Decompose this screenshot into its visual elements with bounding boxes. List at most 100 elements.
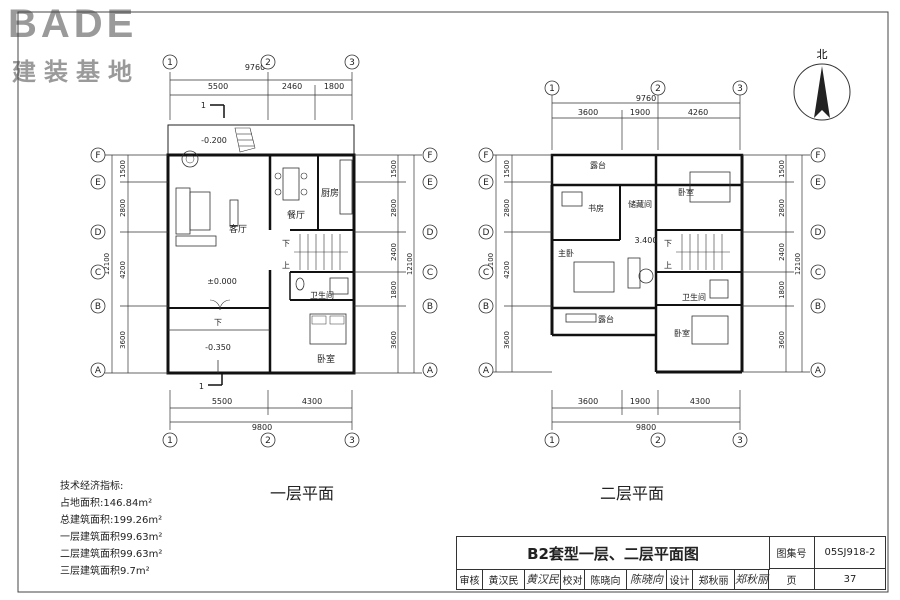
f1-axis-row-A-right: A	[422, 362, 438, 378]
f2-room-bedroom-2: 卧室	[674, 328, 690, 338]
f1-left-dim-1: 1500	[119, 160, 127, 178]
north-label: 北	[817, 48, 828, 61]
svg-text:1: 1	[549, 84, 555, 94]
f1-total-dim: 9760	[245, 63, 265, 72]
f1-axis-col-2-top: 2	[260, 54, 276, 70]
svg-text:D: D	[815, 228, 822, 238]
f1-room-living: 客厅	[229, 223, 247, 235]
f1-right-dim-3: 2400	[390, 243, 398, 261]
f2-top-dim-2: 1900	[630, 108, 650, 117]
f1-section-mark-bottom: 1	[199, 382, 204, 391]
f1-bottom-total: 9800	[252, 423, 272, 432]
floor1-title: 一层平面	[270, 484, 335, 503]
f2-right-dim-5: 3600	[778, 331, 786, 349]
svg-text:1: 1	[167, 58, 173, 68]
f2-room-bath: 卫生间	[682, 292, 706, 302]
svg-text:A: A	[95, 366, 102, 376]
f2-axis-col-1-bottom: 1	[544, 432, 560, 448]
designer-name: 郑秋丽	[693, 569, 735, 589]
f1-room-bedroom: 卧室	[317, 353, 335, 365]
page-value: 37	[843, 573, 857, 585]
f1-axis-row-E-right: E	[422, 174, 438, 190]
f1-left-dim-4: 3600	[119, 331, 127, 349]
f1-axis-row-D-left: D	[90, 224, 106, 240]
f2-left-total: 12100	[487, 253, 495, 275]
tech-item: 总建筑面积:199.26m²	[60, 515, 163, 526]
svg-text:B: B	[483, 302, 489, 312]
svg-text:A: A	[427, 366, 434, 376]
page-label: 页	[769, 569, 815, 589]
f1-right-dim-5: 3600	[390, 331, 398, 349]
logo-subtitle: 建装基地	[12, 58, 140, 86]
f1-stair-down: 下	[282, 239, 290, 248]
f1-axis-row-C-left: C	[90, 264, 106, 280]
f2-room-master: 主卧	[558, 248, 574, 258]
f1-stair-down-entry: 下	[214, 318, 222, 327]
f1-axis-col-1-top: 1	[162, 54, 178, 70]
f1-axis-row-F-right: F	[422, 147, 438, 163]
f2-right-dim-2: 2800	[778, 199, 786, 217]
review-label: 审核	[457, 569, 483, 589]
f1-top-dim-3: 1800	[324, 82, 344, 91]
f1-bottom-dim-1: 5500	[212, 397, 232, 406]
f2-stair-down: 下	[664, 239, 672, 248]
f1-axis-row-B-right: B	[422, 298, 438, 314]
f1-room-bath: 卫生间	[310, 290, 334, 300]
tech-item: 三层建筑面积9.7m²	[60, 566, 150, 577]
svg-text:B: B	[95, 302, 101, 312]
f1-room-kitchen: 厨房	[321, 187, 339, 199]
f2-axis-row-A-left: A	[478, 362, 494, 378]
svg-text:F: F	[427, 151, 432, 161]
f2-axis-row-B-right: B	[810, 298, 826, 314]
drawing-title: B2套型一层、二层平面图	[457, 537, 770, 570]
f1-top-dim-1: 5500	[208, 82, 228, 91]
floor2-plan: 9760 3600 1900 4260	[487, 94, 810, 432]
f2-axis-row-D-left: D	[478, 224, 494, 240]
svg-text:2: 2	[265, 58, 271, 68]
f1-axis-row-A-left: A	[90, 362, 106, 378]
f1-left-dim-2: 2800	[119, 199, 127, 217]
tech-item: 占地面积:146.84m²	[60, 498, 153, 509]
tech-indicators: 技术经济指标: 占地面积:146.84m² 总建筑面积:199.26m² 一层建…	[60, 478, 162, 580]
f2-room-storage: 储藏间	[628, 199, 652, 209]
f2-axis-col-2-top: 2	[650, 80, 666, 96]
svg-text:E: E	[815, 178, 821, 188]
f1-axis-row-B-left: B	[90, 298, 106, 314]
svg-text:3: 3	[737, 436, 743, 446]
f2-left-dim-3: 4200	[503, 261, 511, 279]
svg-text:1: 1	[549, 436, 555, 446]
svg-text:C: C	[483, 268, 489, 278]
f2-level: 3.400	[635, 236, 658, 245]
f1-axis-col-1-bottom: 1	[162, 432, 178, 448]
f2-left-dim-4: 3600	[503, 331, 511, 349]
checker-name: 陈晓向	[585, 569, 627, 589]
f1-right-dim-1: 1500	[390, 160, 398, 178]
f1-axis-row-E-left: E	[90, 174, 106, 190]
f2-axis-col-3-top: 3	[732, 80, 748, 96]
svg-text:3: 3	[737, 84, 743, 94]
f2-room-terrace-top: 露台	[590, 160, 606, 170]
svg-text:E: E	[483, 178, 489, 188]
f2-axis-row-B-left: B	[478, 298, 494, 314]
reviewer-name: 黄汉民	[483, 569, 525, 589]
f2-bottom-total: 9800	[636, 423, 656, 432]
f1-axis-col-2-bottom: 2	[260, 432, 276, 448]
svg-text:3: 3	[349, 436, 355, 446]
f1-top-dim-2: 2460	[282, 82, 302, 91]
f1-level-3: -0.350	[205, 343, 231, 352]
f2-stair-up: 上	[664, 261, 672, 270]
f2-axis-col-3-bottom: 3	[732, 432, 748, 448]
design-label: 设计	[667, 569, 693, 589]
f2-axis-row-F-left: F	[478, 147, 494, 163]
svg-text:A: A	[815, 366, 822, 376]
f2-right-dim-1: 1500	[778, 160, 786, 178]
f2-room-terrace-bottom: 露台	[598, 314, 614, 324]
f2-axis-col-1-top: 1	[544, 80, 560, 96]
f2-left-dim-2: 2800	[503, 199, 511, 217]
tech-item: 一层建筑面积99.63m²	[60, 532, 163, 543]
f1-left-dim-3: 4200	[119, 261, 127, 279]
svg-text:F: F	[95, 151, 100, 161]
